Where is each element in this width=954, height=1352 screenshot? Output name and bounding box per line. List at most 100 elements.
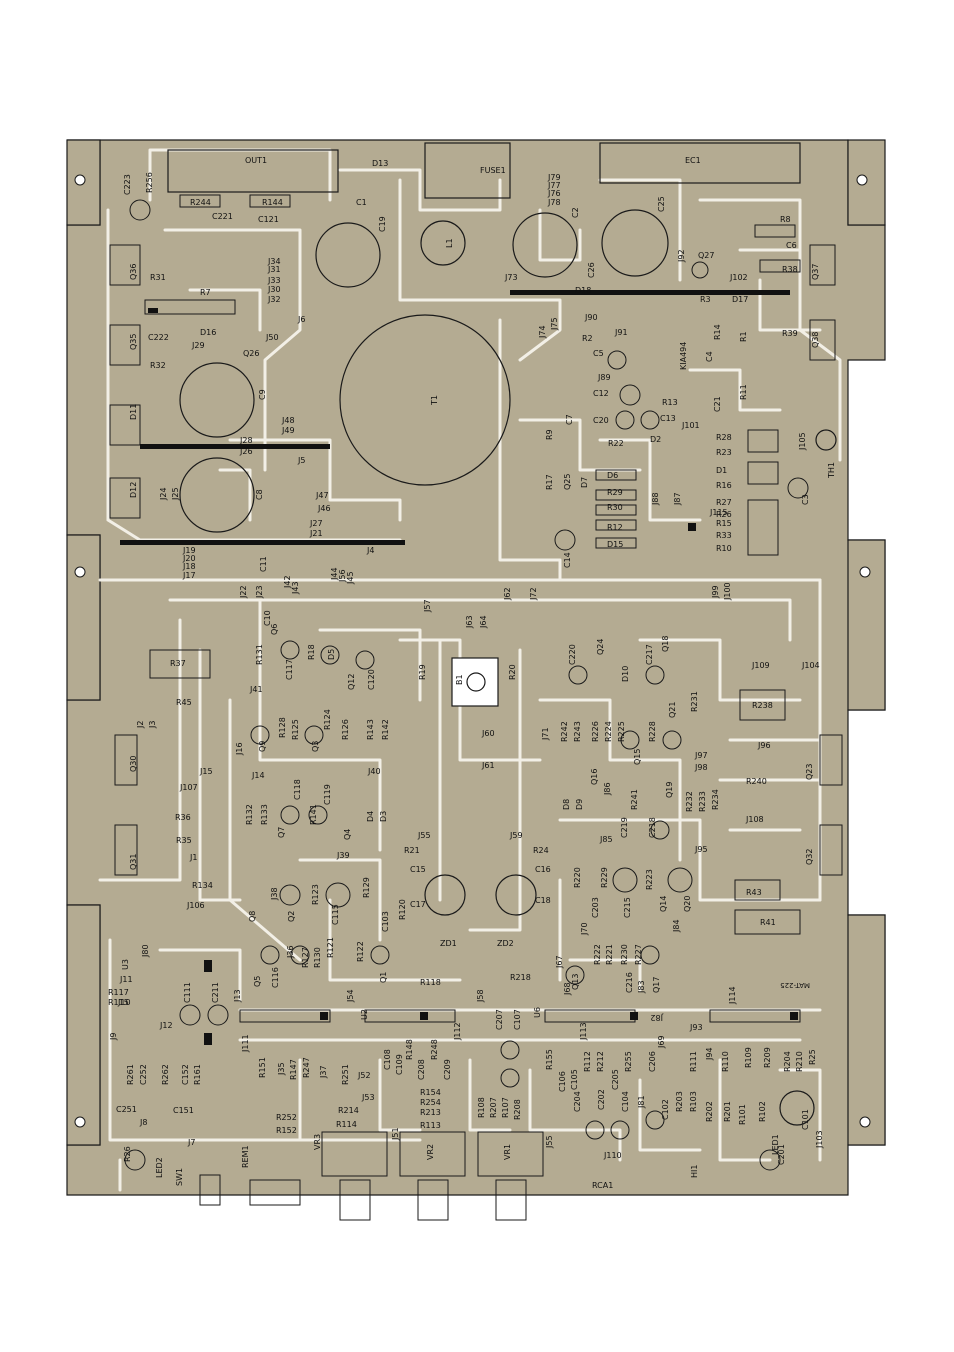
label-sw1: SW1 xyxy=(175,1168,184,1186)
label-r130: R130 xyxy=(313,947,322,968)
label-r227: R227 xyxy=(634,944,643,965)
label-r103: R103 xyxy=(689,1091,698,1112)
label-j103: J103 xyxy=(815,1130,824,1149)
label-r225: R225 xyxy=(617,721,626,742)
label-d3: D3 xyxy=(379,811,388,822)
ec1-connector xyxy=(599,142,801,184)
label-r3: R3 xyxy=(700,295,711,304)
label-r31: R31 xyxy=(150,273,166,282)
label-j57: J57 xyxy=(423,599,432,613)
label-r117: R117 xyxy=(108,988,129,997)
label-t1: T1 xyxy=(430,395,439,406)
label-j17: J17 xyxy=(182,571,196,580)
label-c219: C219 xyxy=(620,817,629,838)
label-c108: C108 xyxy=(383,1049,392,1070)
capacitor-c17 xyxy=(424,874,466,916)
label-j74: J74 xyxy=(538,325,547,339)
label-j113: J113 xyxy=(579,1022,588,1041)
label-r143: R143 xyxy=(366,719,375,740)
label-c216: C216 xyxy=(625,972,634,993)
label-fuse1: FUSE1 xyxy=(480,166,506,175)
label-r25: R25 xyxy=(808,1049,817,1065)
label-j44: J44 xyxy=(330,567,339,581)
label-r161: R161 xyxy=(193,1064,202,1085)
label-q9: Q9 xyxy=(258,741,267,752)
label-r35: R35 xyxy=(176,836,192,845)
label-c8: C8 xyxy=(255,489,264,500)
label-d10: D10 xyxy=(621,666,630,682)
label-r16: R16 xyxy=(716,481,732,490)
label-j83: J83 xyxy=(637,980,646,994)
label-q30: Q30 xyxy=(129,756,138,772)
capacitor-c9 xyxy=(179,362,255,438)
label-j19: J19 xyxy=(182,546,196,555)
label-r154: R154 xyxy=(420,1088,441,1097)
label-c20: C20 xyxy=(593,416,609,425)
label-c220: C220 xyxy=(568,644,577,665)
label-j49: J49 xyxy=(281,426,295,435)
dark-pads xyxy=(120,290,798,1045)
label-r14: R14 xyxy=(713,324,722,340)
label-r213: R213 xyxy=(420,1108,441,1117)
label-q37: Q37 xyxy=(811,264,820,280)
label-r204: R204 xyxy=(783,1051,792,1072)
label-q38: Q38 xyxy=(811,332,820,348)
label-j14: J14 xyxy=(251,771,265,780)
label-j58: J58 xyxy=(476,989,485,1003)
label-q25: Q25 xyxy=(563,474,572,490)
label-c206: C206 xyxy=(648,1051,657,1072)
label-r36: R36 xyxy=(175,813,191,822)
label-j30: J30 xyxy=(267,285,281,294)
label-r248: R248 xyxy=(430,1039,439,1060)
label-c217: C217 xyxy=(645,644,654,665)
label-q21: Q21 xyxy=(668,702,677,718)
label-j102: J102 xyxy=(729,273,748,282)
label-j77: J77 xyxy=(547,181,561,190)
label-j111: J111 xyxy=(241,1034,250,1053)
label-j76: J76 xyxy=(547,189,561,198)
bridge-b1-hole xyxy=(466,672,486,692)
label-r209: R209 xyxy=(763,1047,772,1068)
label-r41: R41 xyxy=(760,918,776,927)
label-j24: J24 xyxy=(159,487,168,501)
label-r132: R132 xyxy=(245,804,254,825)
label-j96: J96 xyxy=(757,741,771,750)
label-j26: J26 xyxy=(239,447,253,456)
label-j46: J46 xyxy=(317,504,331,513)
label-d2: D2 xyxy=(650,435,661,444)
label-j38: J38 xyxy=(270,887,279,901)
label-c101: C101 xyxy=(801,1109,810,1130)
label-q14: Q14 xyxy=(659,896,668,912)
label-j64: J64 xyxy=(479,615,488,629)
label-r22: R22 xyxy=(608,439,624,448)
label-r26: R26 xyxy=(123,1146,132,1162)
label-q13: Q13 xyxy=(571,974,580,990)
label-r203: R203 xyxy=(675,1091,684,1112)
label-q36: Q36 xyxy=(129,264,138,280)
small-round-components xyxy=(124,199,809,1171)
label-j101: J101 xyxy=(681,421,700,430)
label-r123: R123 xyxy=(311,884,320,905)
label-r222: R222 xyxy=(593,944,602,965)
label-c120: C120 xyxy=(367,669,376,690)
thermistor-th1 xyxy=(815,429,837,451)
label-j21: J21 xyxy=(309,529,323,538)
label-j112: J112 xyxy=(453,1022,462,1041)
label-r115: R115 xyxy=(108,998,129,1007)
label-q7: Q7 xyxy=(277,827,286,838)
label-c105: C105 xyxy=(570,1069,579,1090)
label-r27: R27 xyxy=(716,498,732,507)
capacitor-c2 xyxy=(512,212,578,278)
label-r23: R23 xyxy=(716,448,732,457)
bridge-b1 xyxy=(451,657,499,707)
fuse-holder xyxy=(424,142,511,199)
label-c11: C11 xyxy=(259,556,268,572)
mounting-hole xyxy=(74,566,86,578)
label-q12: Q12 xyxy=(347,674,356,690)
label-c3: C3 xyxy=(801,494,810,505)
label-r32: R32 xyxy=(150,361,166,370)
label-c19: C19 xyxy=(378,216,387,232)
label-j55: J55 xyxy=(417,831,431,840)
label-c107: C107 xyxy=(513,1009,522,1030)
